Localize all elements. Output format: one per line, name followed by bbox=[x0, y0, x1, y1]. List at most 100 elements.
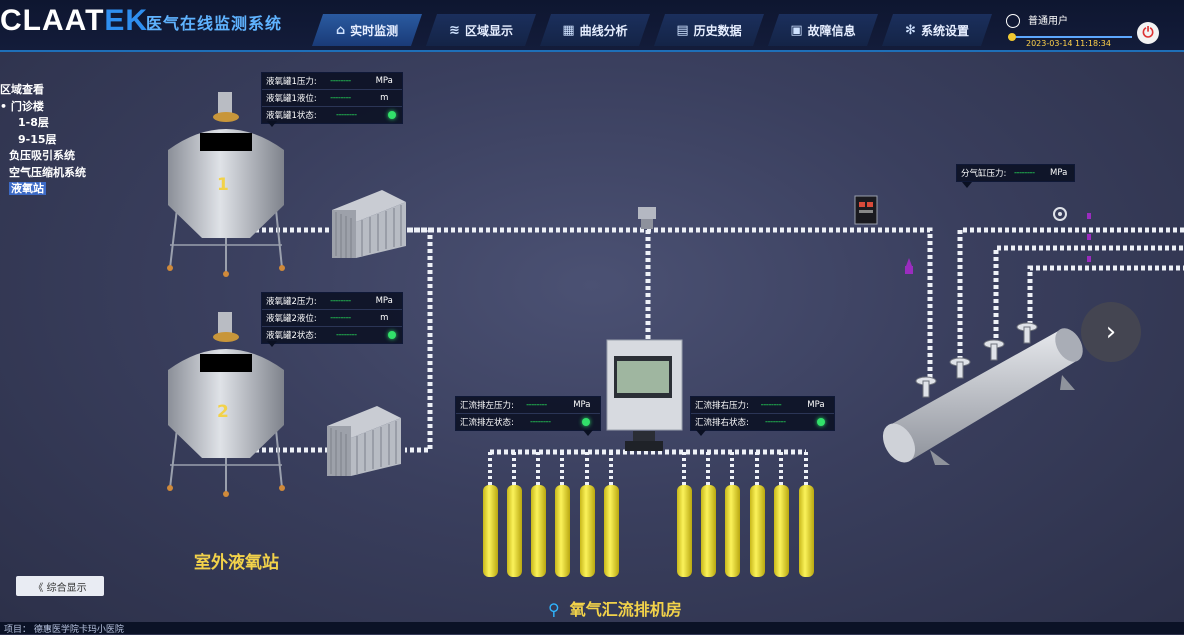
nav-tab-label: 曲线分析 bbox=[579, 23, 628, 38]
sidebar-item-label: 1-8层 bbox=[18, 116, 49, 129]
left-manifold-info-panel: 汇流排左压力: -------- MPa 汇流排左状态: -------- bbox=[455, 396, 601, 431]
info-value: -------- bbox=[330, 93, 351, 103]
info-unit: MPa bbox=[573, 400, 591, 410]
oxygen-cylinders bbox=[483, 485, 814, 577]
layers-icon: ≋ bbox=[449, 22, 460, 38]
info-value: -------- bbox=[760, 400, 782, 410]
gas-distributor-cylinder[interactable] bbox=[876, 322, 1088, 468]
location-pin-icon: ⚲ bbox=[548, 600, 560, 619]
sidebar-item[interactable]: 液氧站 bbox=[0, 181, 120, 198]
sidebar-item-label: 液氧站 bbox=[9, 182, 46, 195]
top-header: CLAATEK 医气在线监测系统 ⌂实时监测 ≋ 区域显示 ▦ 曲线分析 ▤ 历史数据 ▣故障… bbox=[0, 0, 1184, 52]
info-row: 汇流排右状态: -------- bbox=[691, 414, 834, 430]
nav-tab-4[interactable]: ▣故障信息 bbox=[768, 14, 878, 46]
info-label: 液氧罐1压力: bbox=[266, 77, 317, 87]
sidebar-item[interactable]: • 门诊楼 bbox=[0, 99, 120, 116]
sidebar-item-label: 区域查看 bbox=[0, 83, 44, 96]
status-led-icon bbox=[388, 111, 396, 119]
info-value: -------- bbox=[530, 417, 551, 427]
tank-1-panel-pointer bbox=[267, 121, 277, 127]
info-label: 汇流排右状态: bbox=[695, 418, 749, 428]
info-label: 液氧罐1液位: bbox=[266, 94, 317, 104]
info-label: 汇流排右压力: bbox=[695, 401, 749, 411]
chevron-right-icon: › bbox=[1105, 317, 1117, 347]
nav-tab-5[interactable]: ✻系统设置 bbox=[882, 14, 992, 46]
valve-markers bbox=[905, 213, 1091, 274]
nav-tab-0[interactable]: ⌂实时监测 bbox=[312, 14, 422, 46]
gear-icon: ✻ bbox=[905, 22, 916, 38]
pressure-meter bbox=[854, 195, 878, 225]
info-value: -------- bbox=[765, 417, 786, 427]
info-unit: m bbox=[380, 93, 389, 103]
info-row: 液氧罐1液位: -------- m bbox=[262, 90, 402, 107]
info-label: 液氧罐2液位: bbox=[266, 314, 317, 324]
info-value: -------- bbox=[330, 296, 351, 306]
sidebar-item-label: 空气压缩机系统 bbox=[9, 165, 86, 179]
document-icon: ▤ bbox=[676, 22, 689, 38]
time-indicator-dot bbox=[1008, 33, 1016, 41]
info-value: -------- bbox=[1013, 168, 1035, 178]
info-label: 汇流排左压力: bbox=[460, 401, 514, 411]
warning-doc-icon: ▣ bbox=[790, 22, 803, 38]
main-nav: ⌂实时监测 ≋ 区域显示 ▦ 曲线分析 ▤ 历史数据 ▣故障信息✻系统设置 bbox=[312, 14, 996, 46]
sidebar-item-label: 负压吸引系统 bbox=[9, 149, 75, 162]
vaporizer-1 bbox=[332, 190, 406, 258]
info-label: 液氧罐1状态: bbox=[266, 111, 317, 121]
info-value: -------- bbox=[526, 400, 547, 410]
user-icon bbox=[1006, 14, 1020, 28]
info-row: 液氧罐1压力: -------- MPa bbox=[262, 73, 402, 90]
info-unit: MPa bbox=[807, 400, 825, 410]
sidebar-item[interactable]: 负压吸引系统 bbox=[0, 148, 120, 165]
info-label: 汇流排左状态: bbox=[460, 418, 514, 428]
sidebar-item-label: • 门诊楼 bbox=[0, 99, 44, 113]
info-row: 液氧罐2压力:--------MPa bbox=[262, 293, 402, 310]
user-info[interactable]: 普通用户 bbox=[1006, 12, 1068, 28]
liquid-oxygen-tank-1[interactable] bbox=[167, 92, 285, 277]
info-row: 液氧罐2状态:-------- bbox=[262, 327, 402, 343]
sidebar-item[interactable]: 空气压缩机系统 bbox=[0, 165, 120, 182]
nav-tab-label: 区域显示 bbox=[464, 23, 513, 38]
info-value: -------- bbox=[336, 330, 357, 340]
time-bar bbox=[1008, 36, 1132, 38]
datetime-display: 2023-03-14 11:18:34 bbox=[1026, 39, 1111, 48]
info-value: -------- bbox=[330, 76, 351, 86]
sidebar-item[interactable]: 1-8层 bbox=[0, 115, 120, 132]
chart-icon: ▦ bbox=[562, 22, 575, 38]
manifold-room-text: 氧气汇流排机房 bbox=[569, 600, 682, 619]
next-page-button[interactable]: › bbox=[1081, 302, 1141, 362]
info-row: 液氧罐1状态:-------- bbox=[262, 107, 402, 123]
manifold-control-cabinet bbox=[606, 339, 683, 451]
manifold-room-label: ⚲ 氧气汇流排机房 bbox=[548, 596, 682, 620]
right-manifold-info-panel: 汇流排右压力: -------- MPa 汇流排右状态: -------- bbox=[690, 396, 835, 431]
status-led-icon bbox=[582, 418, 590, 426]
system-title: 医气在线监测系统 bbox=[146, 14, 283, 33]
sidebar-item[interactable]: 9-15层 bbox=[0, 132, 120, 149]
nav-tab-2[interactable]: ▦ 曲线分析 bbox=[540, 14, 650, 46]
tank-1-number: 1 bbox=[217, 175, 229, 195]
user-label: 普通用户 bbox=[1028, 16, 1068, 27]
nav-tab-3[interactable]: ▤ 历史数据 bbox=[654, 14, 764, 46]
overview-toggle-button[interactable]: 《 综合显示 bbox=[16, 576, 104, 596]
info-unit: MPa bbox=[1050, 168, 1068, 178]
sidebar-item[interactable]: 区域查看 bbox=[0, 82, 120, 99]
liquid-oxygen-tank-2[interactable] bbox=[167, 312, 285, 497]
outdoor-station-label: 室外液氧站 bbox=[194, 553, 279, 573]
pipe-sensor-box bbox=[638, 207, 656, 229]
status-led-icon bbox=[817, 418, 825, 426]
info-row: 汇流排左状态: -------- bbox=[456, 414, 600, 430]
info-value: -------- bbox=[330, 313, 351, 323]
power-button[interactable]: ⏻ bbox=[1137, 22, 1159, 44]
nav-tab-label: 历史数据 bbox=[693, 23, 742, 38]
power-icon: ⏻ bbox=[1142, 25, 1154, 41]
app-logo: CLAATEK bbox=[0, 4, 149, 37]
area-sidebar: 区域查看 • 门诊楼 1-8层 9-15层负压吸引系统空气压缩机系统液氧站 bbox=[0, 82, 120, 198]
tank-2-panel-pointer bbox=[267, 341, 277, 347]
info-unit: MPa bbox=[375, 296, 393, 306]
nav-tab-1[interactable]: ≋ 区域显示 bbox=[426, 14, 536, 46]
info-unit: MPa bbox=[375, 76, 393, 86]
nav-tab-label: 实时监测 bbox=[350, 23, 399, 38]
info-row: 分气缸压力:--------MPa bbox=[957, 165, 1074, 181]
right-manifold-panel-pointer bbox=[696, 430, 706, 436]
